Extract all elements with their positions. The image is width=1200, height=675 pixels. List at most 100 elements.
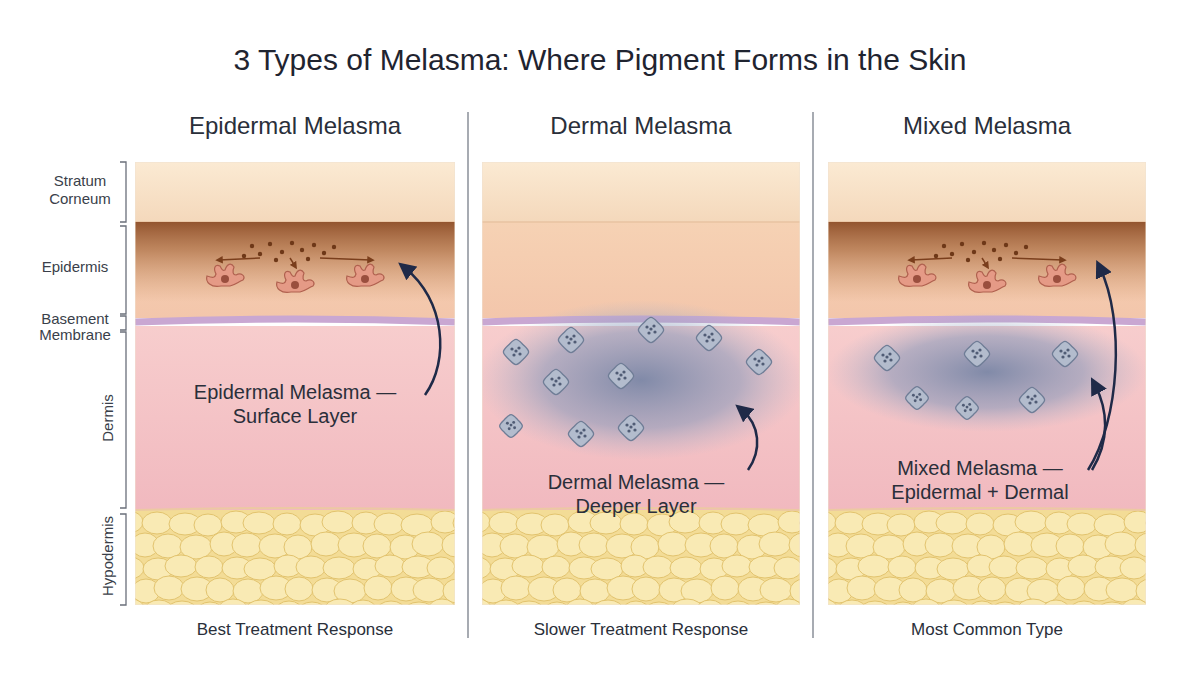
pigment-granule <box>1063 351 1066 354</box>
melanophage <box>608 363 633 388</box>
fat-cell <box>144 600 174 605</box>
fat-cell <box>968 601 996 605</box>
fat-cell <box>428 599 455 605</box>
melanocyte-nucleus <box>291 281 299 289</box>
pigment-dot <box>942 244 946 248</box>
pigment-granule <box>705 339 708 342</box>
pigment-granule <box>979 354 982 357</box>
pigment-transfer-arrow <box>911 258 952 260</box>
fat-cell <box>363 534 391 558</box>
fat-cell <box>364 576 392 600</box>
fat-cell <box>1135 533 1146 557</box>
pigment-granule <box>753 357 756 360</box>
pigment-granule <box>888 352 891 355</box>
pigment-granule <box>755 363 758 366</box>
pigment-granule <box>969 408 972 411</box>
pigment-granule <box>565 335 568 338</box>
stratum-corneum-layer <box>482 162 800 222</box>
fat-cell <box>431 511 455 533</box>
pigment-granule <box>632 422 635 425</box>
pigment-granule <box>645 325 648 328</box>
fat-cell <box>966 513 994 535</box>
callout-label: Dermal Melasma — Deeper Layer <box>531 470 741 518</box>
fat-cell <box>1120 557 1146 579</box>
pigment-granule <box>962 404 965 407</box>
melanophage <box>746 349 771 374</box>
fat-cell <box>195 556 223 578</box>
fat-cell <box>859 601 891 605</box>
melanocyte <box>899 264 936 286</box>
fat-cell <box>837 600 867 605</box>
fat-cell <box>512 555 544 577</box>
fat-cell <box>376 601 406 605</box>
melanophage <box>956 397 979 420</box>
pigment-dot <box>306 257 310 261</box>
callout-arrow <box>1088 268 1116 470</box>
fat-cell <box>412 532 444 556</box>
melanophage <box>906 387 929 410</box>
fat-cell <box>888 556 916 578</box>
pigment-dot <box>250 244 254 248</box>
pigment-granule <box>508 427 511 430</box>
pigment-dot <box>982 241 986 245</box>
fat-cell <box>789 533 800 557</box>
melasma-panel: Mixed MelasmaMixed Melasma — Epidermal +… <box>828 108 1146 648</box>
skin-cross-section <box>828 162 1146 605</box>
layer-boundary <box>135 508 455 510</box>
melanophage <box>500 415 523 438</box>
pigment-granule <box>569 337 572 340</box>
pigment-granule <box>1061 355 1064 358</box>
fat-cell <box>1056 534 1084 558</box>
fat-cell <box>847 576 877 600</box>
pigment-dot <box>274 258 278 262</box>
callout-arrow <box>1092 385 1105 470</box>
pigment-granule <box>912 394 915 397</box>
pigment-dot <box>300 248 304 252</box>
callout-arrow <box>742 410 757 470</box>
pigment-dot <box>332 245 336 249</box>
pigment-granule <box>885 355 888 358</box>
fat-cell <box>1124 511 1146 533</box>
pigment-dot <box>950 252 954 256</box>
pigment-granule <box>615 371 618 374</box>
pigment-granule <box>889 358 892 361</box>
fat-cell <box>500 534 530 558</box>
fat-cell <box>154 576 184 600</box>
pigment-dot <box>998 257 1002 261</box>
melanocyte-nucleus <box>913 275 921 283</box>
melanocyte-nucleus <box>983 281 991 289</box>
pigment-granule <box>619 373 622 376</box>
panel-edge <box>828 162 1146 605</box>
epidermal-pigment-band <box>828 222 1146 302</box>
layer-label: Epidermis <box>30 258 120 276</box>
pigment-granule <box>579 431 582 434</box>
fat-cell <box>722 555 752 577</box>
fat-cell <box>671 599 703 605</box>
fat-cell <box>1121 599 1146 605</box>
pigment-granule <box>1066 348 1069 351</box>
pigment-granule <box>633 428 636 431</box>
fat-cell <box>296 556 326 578</box>
pigment-granule <box>625 423 628 426</box>
layer-bracket <box>120 316 126 330</box>
fat-cell <box>592 600 624 605</box>
melanophage <box>1019 387 1044 412</box>
melanocyte <box>347 264 384 286</box>
stratum-corneum-layer <box>135 162 455 222</box>
epidermis-layer <box>828 222 1146 318</box>
diagram-title: 3 Types of Melasma: Where Pigment Forms … <box>0 42 1200 78</box>
melanophage <box>568 421 593 446</box>
melanocyte-nucleus <box>1053 275 1061 283</box>
pigment-dot <box>258 252 262 256</box>
fat-cell <box>759 532 791 556</box>
pigment-granule <box>575 429 578 432</box>
pigment-granule <box>918 393 921 396</box>
layer-label: Basement Membrane <box>30 311 120 343</box>
fat-cell <box>1067 513 1097 535</box>
pigment-granule <box>757 359 760 362</box>
melasma-panel: Dermal MelasmaDermal Melasma — Deeper La… <box>482 108 800 648</box>
pigment-granule <box>914 399 917 402</box>
fat-cell <box>1016 557 1048 579</box>
panel-heading: Epidermal Melasma <box>135 112 455 141</box>
dermal-pigment-cloud <box>482 300 800 460</box>
